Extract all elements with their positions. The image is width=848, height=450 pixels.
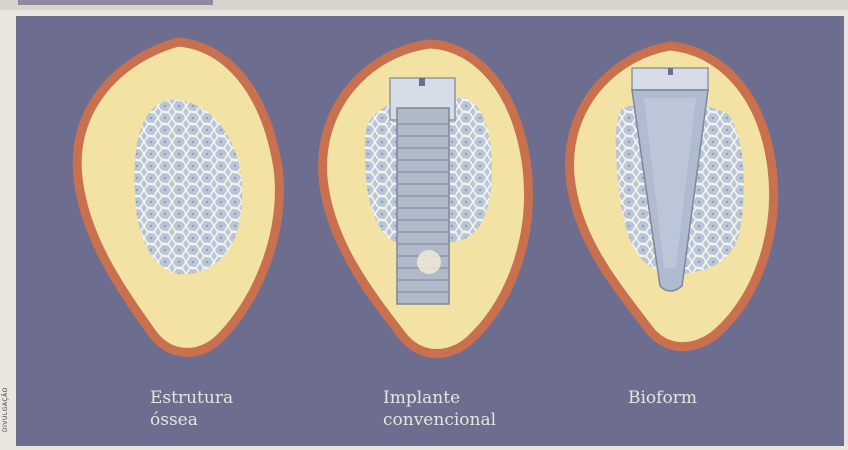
bioform-implant-figure: [552, 28, 812, 368]
bone-structure-figure: [60, 28, 320, 368]
caption-bioform: Bioform: [628, 387, 697, 409]
photo-credit: DIVULGAÇÃO: [2, 387, 9, 432]
caption-line: convencional: [383, 409, 496, 431]
caption-conventional-implant: Implante convencional: [383, 387, 496, 431]
implant-screw: [390, 78, 455, 304]
caption-line: Implante: [383, 387, 496, 409]
conventional-implant-figure: [305, 28, 565, 368]
caption-line: óssea: [150, 409, 233, 431]
top-strip-accent: [18, 0, 213, 5]
caption-line: Estrutura: [150, 387, 233, 409]
caption-line: Bioform: [628, 387, 697, 409]
caption-bone-structure: Estrutura óssea: [150, 387, 233, 431]
